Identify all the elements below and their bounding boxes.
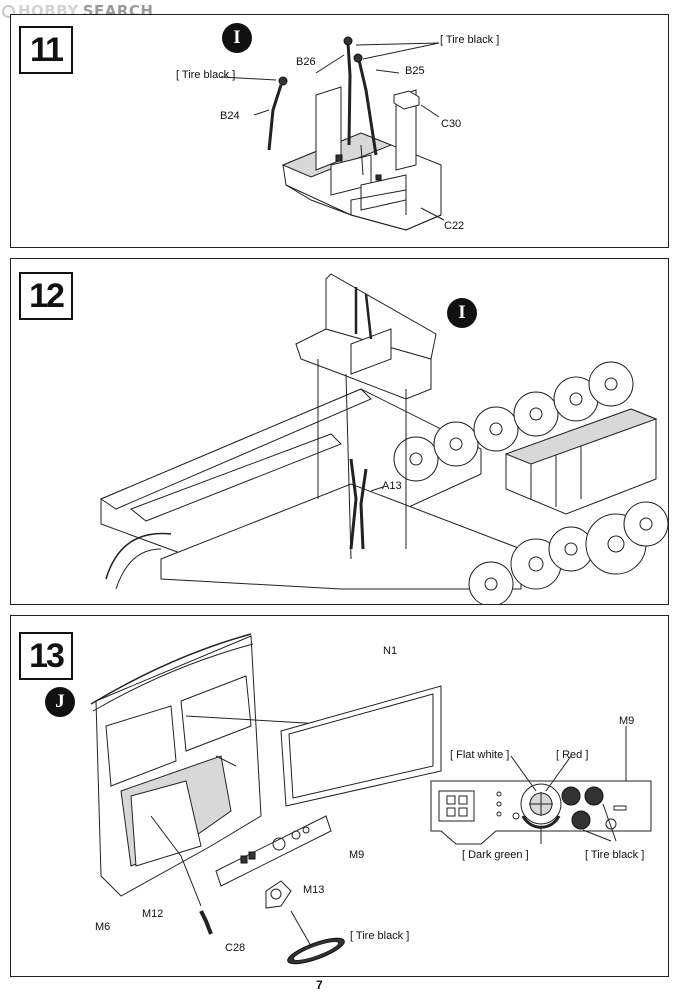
step-11-drawing	[220, 36, 445, 231]
gauge-small	[561, 786, 581, 806]
label-flat-white: [ Flat white ]	[450, 749, 510, 761]
label-red: [ Red ]	[556, 749, 589, 761]
part-m13	[265, 880, 292, 909]
step-13-number: 13	[19, 632, 73, 680]
label-b26: B26	[296, 56, 316, 68]
step-12-number: 12	[19, 272, 73, 320]
label-tire-black: [ Tire black ]	[350, 930, 410, 942]
label-c28: C28	[225, 942, 246, 954]
label-tire-black: [ Tire black ]	[176, 69, 236, 81]
subassembly-i-marker: I	[222, 23, 252, 53]
step-12-panel	[10, 258, 669, 605]
step-13-panel	[10, 615, 669, 977]
label-c30: C30	[441, 118, 462, 130]
watermark-logo-icon	[2, 4, 15, 18]
subassembly-j-marker: J	[45, 687, 75, 717]
part-m9-installed	[215, 815, 332, 887]
gauge-small	[584, 786, 604, 806]
part-a13	[349, 458, 358, 550]
label-dark-green: [ Dark green ]	[462, 849, 529, 861]
label-m9-detail: M9	[619, 715, 635, 727]
label-m6: M6	[95, 921, 111, 933]
cab-window-right	[180, 675, 252, 752]
label-tire-black: [ Tire black ]	[440, 34, 500, 46]
part-b24	[267, 84, 283, 151]
label-a13: A13	[382, 480, 402, 492]
step-13-drawing	[90, 633, 652, 965]
label-tire-black: [ Tire black ]	[585, 849, 645, 861]
m9-dashboard-detail	[430, 780, 652, 845]
step-11-number: 11	[19, 26, 73, 74]
page-number: 7	[316, 978, 323, 992]
road-wheels-upper	[393, 361, 634, 482]
subassembly-i-marker: I	[447, 298, 477, 328]
part-n1	[280, 685, 442, 807]
part-b26	[346, 42, 352, 146]
step-11-panel	[10, 14, 669, 248]
floor-plate	[160, 483, 522, 590]
label-m13: M13	[303, 884, 325, 896]
label-b25: B25	[405, 65, 425, 77]
label-m12: M12	[142, 908, 164, 920]
label-b24: B24	[220, 110, 240, 122]
label-m9: M9	[349, 849, 365, 861]
step-12-drawing	[99, 273, 668, 604]
part-b25	[357, 59, 378, 156]
road-wheels-lower	[468, 501, 668, 604]
label-c22: C22	[444, 220, 465, 232]
part-c30	[393, 90, 420, 110]
cab-window-left	[105, 705, 177, 787]
part-m12	[199, 910, 213, 935]
label-n1: N1	[383, 645, 398, 657]
gauge-small	[571, 810, 591, 830]
